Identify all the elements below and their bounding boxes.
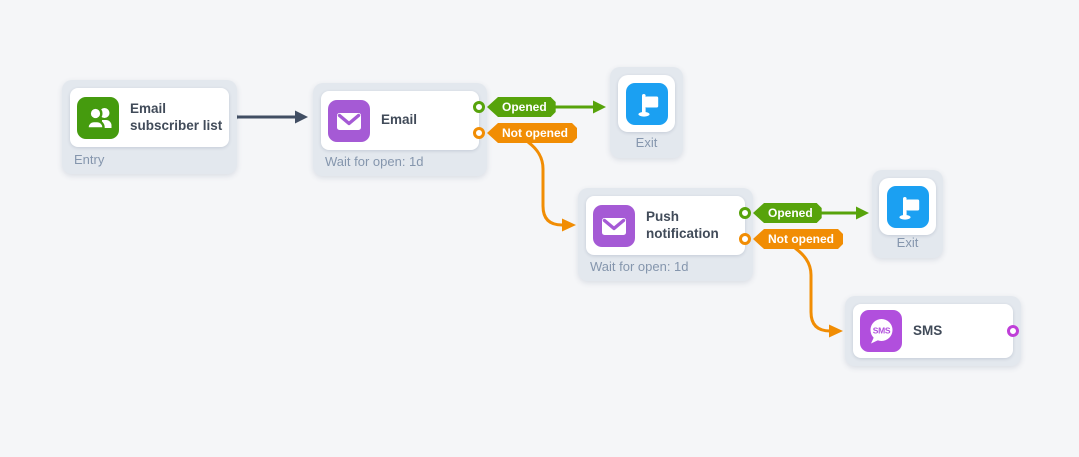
subscriber-list-icon	[77, 96, 119, 139]
connector-entry-email	[224, 110, 308, 124]
push-notification-icon	[593, 204, 635, 247]
sms-node-title: SMS	[913, 322, 943, 338]
push-notification-card[interactable]: Push notification	[586, 196, 745, 255]
push-opened-badge[interactable]: Opened	[753, 203, 822, 223]
email-opened-port[interactable]	[473, 101, 485, 113]
entry-node-card[interactable]: Email subscriber list	[70, 88, 229, 147]
email-node[interactable]: Email Wait for open: 1d	[313, 83, 487, 176]
sms-icon: SMS	[860, 310, 902, 352]
exit-node-top-label: Exit	[635, 135, 658, 150]
push-notification-node[interactable]: Push notification Wait for open: 1d	[578, 188, 753, 281]
sms-output-port[interactable]	[1007, 325, 1019, 337]
exit-node-right[interactable]: Exit	[872, 170, 943, 258]
email-opened-badge[interactable]: Opened	[487, 97, 556, 117]
exit-node-right-card[interactable]	[879, 178, 936, 235]
email-node-title: Email	[381, 112, 418, 128]
exit-node-top[interactable]: Exit	[610, 67, 683, 158]
email-not-opened-badge[interactable]: Not opened	[487, 123, 577, 143]
entry-node[interactable]: Email subscriber list Entry	[62, 80, 237, 174]
connector-email-push	[527, 140, 576, 232]
entry-node-title: Email subscriber list	[130, 100, 223, 133]
connector-push-sms	[794, 246, 843, 338]
sms-node-card[interactable]: SMS SMS	[853, 304, 1013, 358]
push-not-opened-badge[interactable]: Not opened	[753, 229, 843, 249]
exit-node-top-card[interactable]	[618, 75, 675, 132]
push-notification-title: Push notification	[646, 208, 719, 241]
email-node-card[interactable]: Email	[321, 91, 479, 150]
exit-flag-icon	[625, 82, 668, 125]
email-wait-label: Wait for open: 1d	[325, 154, 424, 169]
sms-icon-label: SMS	[873, 326, 891, 336]
entry-tag-label: Entry	[74, 152, 105, 167]
exit-node-right-label: Exit	[896, 235, 919, 250]
sms-node[interactable]: SMS SMS	[845, 296, 1021, 366]
exit-flag-icon	[886, 185, 929, 228]
push-not-opened-port[interactable]	[739, 233, 751, 245]
email-icon	[328, 99, 370, 142]
email-not-opened-port[interactable]	[473, 127, 485, 139]
push-opened-port[interactable]	[739, 207, 751, 219]
push-wait-label: Wait for open: 1d	[590, 259, 689, 274]
